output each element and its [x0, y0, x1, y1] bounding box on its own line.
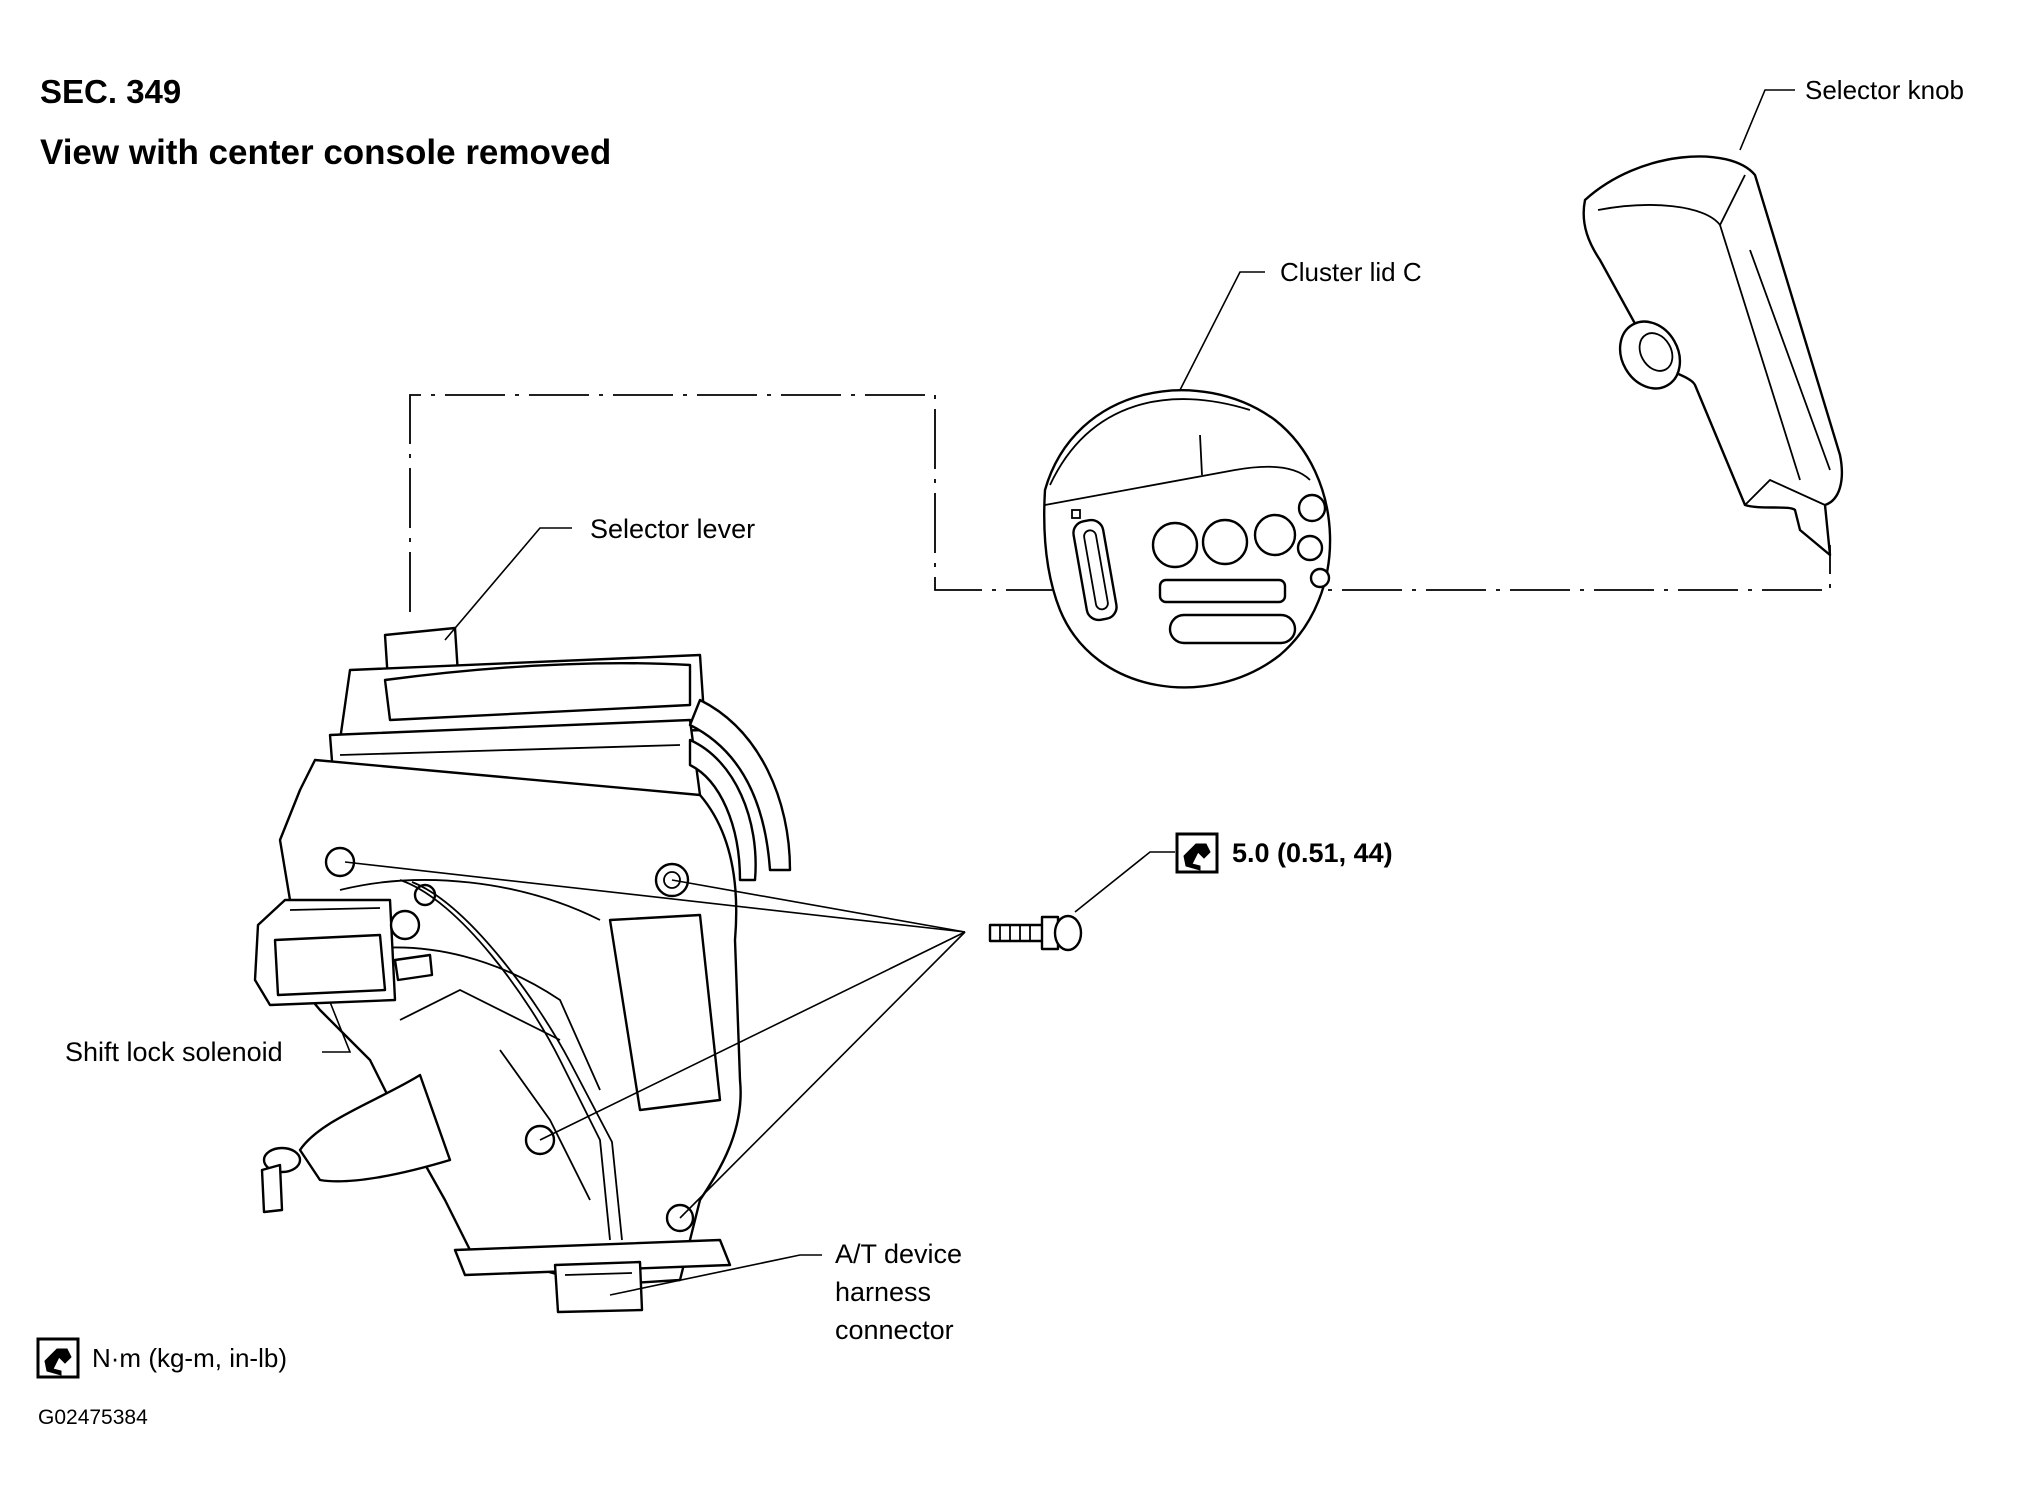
torque-value: 5.0 (0.51, 44)	[1232, 838, 1393, 868]
figure-id: G02475384	[38, 1406, 148, 1429]
torque-callout: 5.0 (0.51, 44)	[1074, 832, 1393, 913]
shift-lock-solenoid	[253, 898, 434, 1007]
selector-knob-callout: Selector knob	[1739, 75, 1964, 151]
harness-label-line1: A/T device	[835, 1239, 962, 1269]
shift-lock-solenoid-callout: Shift lock solenoid	[65, 1001, 352, 1067]
selector-knob-label: Selector knob	[1805, 75, 1964, 105]
legend-units-text: N·m (kg-m, in-lb)	[92, 1343, 287, 1373]
selector-lever-assembly	[260, 626, 792, 1314]
alignment-lines	[409, 394, 1831, 612]
selector-lever-callout: Selector lever	[444, 514, 755, 641]
cluster-lid-callout: Cluster lid C	[1179, 257, 1422, 391]
torque-wrench-icon	[1175, 832, 1219, 874]
torque-units-legend: N·m (kg-m, in-lb)	[36, 1337, 287, 1379]
harness-connector-callout: A/T device harness connector	[609, 1239, 962, 1345]
cluster-lid-c	[1043, 389, 1332, 689]
bolt-location-leaders	[344, 861, 966, 1219]
mounting-bolt	[988, 914, 1083, 952]
cluster-lid-label: Cluster lid C	[1280, 257, 1422, 287]
shift-lock-solenoid-label: Shift lock solenoid	[65, 1037, 283, 1067]
harness-label-line3: connector	[835, 1315, 954, 1345]
selector-lever-label: Selector lever	[590, 514, 755, 544]
legend-torque-wrench-icon	[36, 1337, 80, 1379]
section-number: SEC. 349	[40, 73, 181, 110]
view-title: View with center console removed	[40, 133, 611, 172]
selector-knob	[1582, 155, 1844, 557]
harness-label-line2: harness	[835, 1277, 931, 1307]
